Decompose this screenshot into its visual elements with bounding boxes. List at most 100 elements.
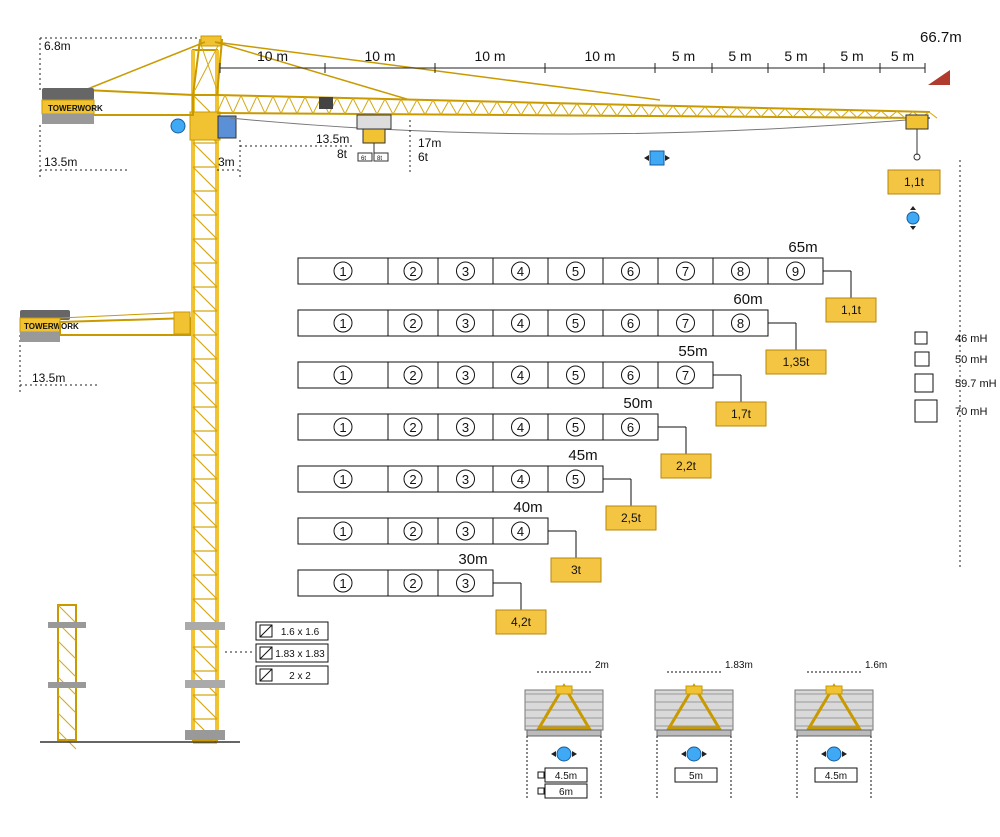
travel-icon	[556, 746, 572, 762]
jib-section-number-circle	[676, 365, 695, 385]
jib-section-number-circle	[511, 313, 530, 333]
tip-load-value: 2,2t	[676, 459, 697, 473]
jib-section-number: 7	[682, 316, 689, 331]
mast-section-entry	[255, 665, 329, 685]
jib-section-number-circle	[333, 365, 353, 385]
jib-section-number: 3	[462, 420, 469, 435]
trolley-tag-6t: 6t	[361, 156, 366, 162]
base-bottom-dim: 6m	[559, 787, 573, 798]
jib-section-number: 1	[339, 368, 346, 383]
jib-section-number: 3	[462, 316, 469, 331]
jib-section-number-circle	[403, 521, 423, 541]
jib-section-number-circle	[456, 313, 475, 333]
tip-load-box	[495, 609, 547, 635]
jib-section-number-circle	[731, 261, 750, 281]
config-radius-label: 55m	[678, 343, 707, 360]
svg-text:TOWERWORK: TOWERWORK	[24, 322, 79, 331]
jib-section-number: 2	[409, 264, 416, 279]
config-radius-label: 40m	[513, 499, 542, 516]
tip-load-box: 1,1t	[887, 169, 941, 195]
jib-section-number: 4	[517, 368, 524, 383]
counter-jib-dim-label: 13.5m	[44, 155, 77, 169]
jib-section-number: 1	[339, 524, 346, 539]
trolley-motor	[319, 97, 333, 109]
foundation-base: 1.83m 5m	[654, 660, 753, 800]
jib-section-number-circle	[456, 365, 475, 385]
tip-load-box	[605, 505, 657, 531]
jib-section-number: 4	[517, 316, 524, 331]
jib-section-number: 3	[462, 368, 469, 383]
jib-section-number-circle	[566, 417, 585, 437]
jib-section-number: 2	[409, 576, 416, 591]
jib-section-number: 3	[462, 472, 469, 487]
jib-section-number: 1	[339, 420, 346, 435]
slewing-icon	[170, 118, 186, 134]
far-radius-label: 17m	[418, 136, 441, 150]
tower-mast	[185, 49, 225, 744]
jib-section-number: 1	[339, 472, 346, 487]
jib-section-number-circle	[403, 261, 423, 281]
slew-offset-label: 3m	[218, 155, 235, 169]
jib-section-number: 6	[627, 420, 634, 435]
jib-section-number: 5	[572, 368, 579, 383]
jib-segment-label: 5 m	[840, 48, 863, 64]
near-load-label: 8t	[337, 147, 348, 161]
jib-section-number: 3	[462, 524, 469, 539]
mast-section-entry	[255, 643, 329, 663]
jib-section-number: 1	[339, 264, 346, 279]
config-radius-label: 45m	[568, 447, 597, 464]
jib-section-number: 5	[572, 264, 579, 279]
jib-section-number-circle	[566, 469, 585, 489]
svg-text:13.5m: 13.5m	[32, 371, 65, 385]
jib-section-number-circle	[333, 417, 353, 437]
jib-section-number: 6	[627, 316, 634, 331]
tip-load-value: 2,5t	[621, 511, 642, 525]
jib-section-number: 4	[517, 264, 524, 279]
jib-section-number: 9	[792, 264, 799, 279]
base-bottom-dim: 4.5m	[555, 771, 577, 782]
trolley-tag-8t: 8t	[377, 156, 382, 162]
jib-section-number-circle	[621, 417, 640, 437]
jib-section-number-circle	[676, 313, 695, 333]
jib-section-number-circle	[333, 469, 353, 489]
foundation-base: 1.6m4.5m	[794, 660, 887, 800]
jib-section-number: 4	[517, 420, 524, 435]
height-label: 70 mH	[955, 406, 987, 418]
height-label: 46 mH	[955, 333, 987, 345]
jib-segment-label: 10 m	[257, 48, 288, 64]
jib-section-number-circle	[621, 313, 640, 333]
jib-section-number-circle	[403, 313, 423, 333]
config-radius-label: 30m	[458, 551, 487, 568]
jib-segment-label: 10 m	[584, 48, 615, 64]
jib-section-number: 5	[572, 472, 579, 487]
jib-section-number-circle	[333, 573, 353, 593]
jib-section-number: 6	[627, 368, 634, 383]
jib-section-number-circle	[333, 261, 353, 281]
tip-load-value: 1,7t	[731, 407, 752, 421]
jib-section-number: 2	[409, 420, 416, 435]
jib-section-number: 6	[627, 264, 634, 279]
config-radius-label: 50m	[623, 395, 652, 412]
tip-load-box	[550, 557, 602, 583]
hoist-icon	[906, 206, 920, 230]
base-top-dim: 1.83m	[725, 660, 753, 671]
base-bottom-dim: 4.5m	[825, 771, 847, 782]
jib-section-number: 4	[517, 524, 524, 539]
brand-logo: TOWERWORK	[48, 104, 103, 113]
jib-section-number-circle	[621, 365, 640, 385]
base-bottom-dim: 5m	[689, 771, 703, 782]
jib-tip-marker	[928, 70, 950, 85]
tip-load-box	[660, 453, 712, 479]
jib-section-number: 3	[462, 576, 469, 591]
jib-section-number-circle	[731, 313, 750, 333]
jib-section-number-circle	[621, 261, 640, 281]
height-label: 50 mH	[955, 354, 987, 366]
jib-section-number-circle	[786, 261, 805, 281]
